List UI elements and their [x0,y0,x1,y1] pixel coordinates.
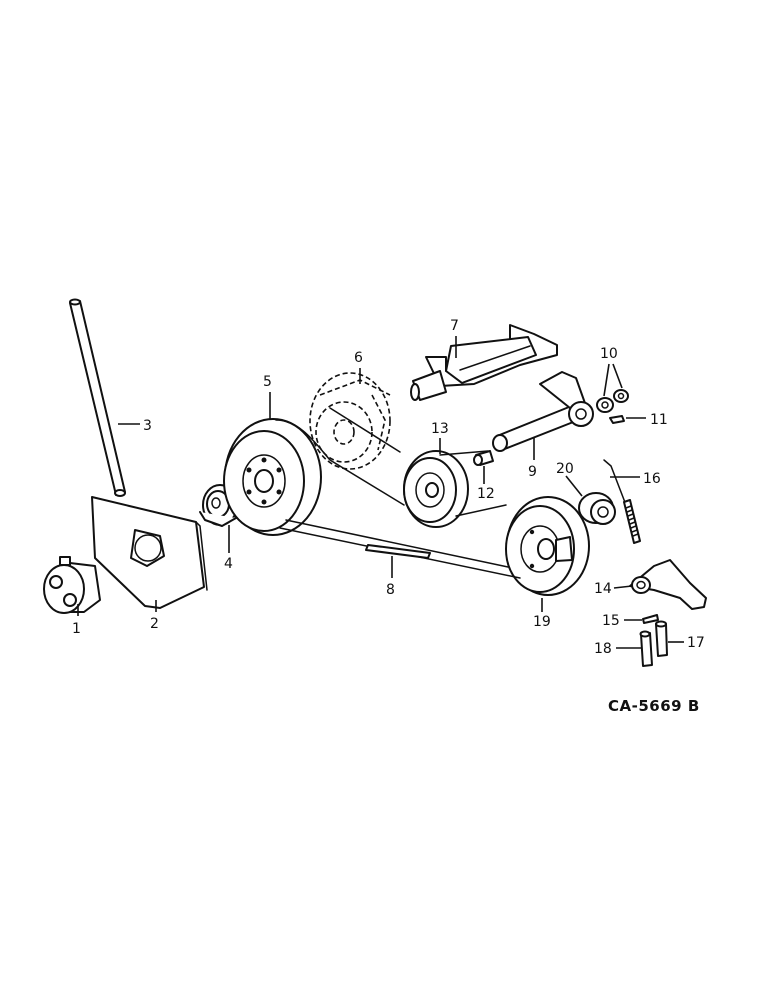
part-12-bushing [473,450,494,466]
part-18-sleeve [639,630,653,667]
callout-16: 16 [643,471,661,487]
callout-4: 4 [224,556,233,572]
callout-15: 15 [602,613,620,629]
part-13-idler-pulley [403,450,469,528]
part-7-bracket [410,324,558,401]
callout-3: 3 [143,418,152,434]
callout-14: 14 [594,581,612,597]
callout-1: 1 [72,621,81,637]
part-16-rod-spring [603,459,641,544]
part-8-belt [275,407,521,579]
callout-5: 5 [263,374,272,390]
callout-12: 12 [477,486,495,502]
leader-lines [77,336,684,649]
part-20-collar [578,492,616,525]
part-17-sleeve [655,620,668,657]
part-2-plate [91,496,208,609]
callout-18: 18 [594,641,612,657]
callout-7: 7 [450,318,459,334]
callout-11: 11 [650,412,668,428]
part-10-washers [596,389,629,413]
part-14-lever [629,559,707,610]
reference-code: CA-5669 B [608,697,700,715]
part-11-clip [609,415,625,424]
callout-2: 2 [150,616,159,632]
callout-10: 10 [600,346,618,362]
callout-9: 9 [528,464,537,480]
part-15-pin [642,614,659,624]
callout-13: 13 [431,421,449,437]
part-1-pump [43,556,101,614]
part-3-rod [69,298,126,497]
callout-6: 6 [354,350,363,366]
part-19-pulley [505,496,590,596]
part-9-arm [492,371,594,452]
part-5-large-pulley [223,418,322,536]
callouts: 1 2 3 4 5 6 7 8 9 10 11 12 13 14 15 16 1… [72,318,705,657]
callout-19: 19 [533,614,551,630]
callout-20: 20 [556,461,574,477]
callout-8: 8 [386,582,395,598]
callout-17: 17 [687,635,705,651]
